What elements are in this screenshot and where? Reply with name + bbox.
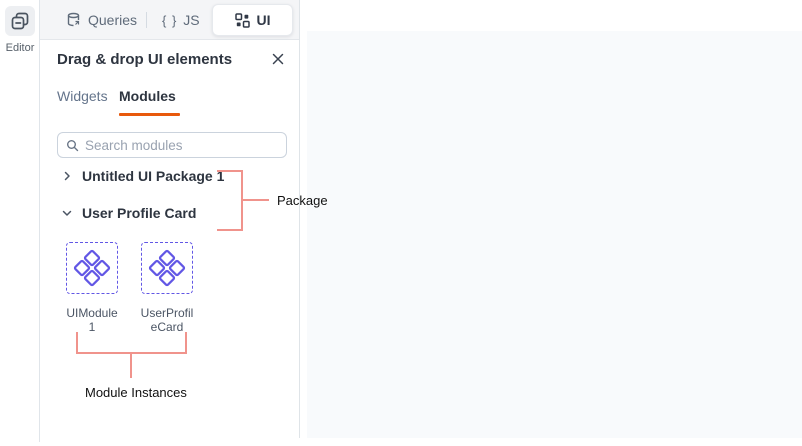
panel-tabs: Widgets Modules bbox=[40, 76, 299, 118]
tab-queries[interactable]: Queries bbox=[66, 0, 137, 40]
panel-header: Drag & drop UI elements bbox=[40, 40, 299, 76]
braces-icon: { } bbox=[162, 12, 178, 28]
annotation-line bbox=[217, 229, 243, 231]
module-label-uimodule1: UIModule 1 bbox=[66, 306, 118, 334]
tab-queries-label: Queries bbox=[88, 12, 138, 28]
panel-title: Drag & drop UI elements bbox=[57, 51, 233, 68]
tab-ui-label: UI bbox=[256, 12, 271, 28]
module-card-userprofilecard[interactable] bbox=[141, 242, 193, 294]
package-row-untitled[interactable]: Untitled UI Package 1 bbox=[40, 166, 280, 186]
module-diamonds-icon bbox=[73, 249, 111, 287]
annotation-line bbox=[241, 199, 269, 201]
database-queries-icon bbox=[66, 12, 82, 28]
search-icon bbox=[66, 139, 79, 152]
canvas-artboard[interactable] bbox=[307, 31, 802, 438]
chevron-right-icon bbox=[61, 170, 73, 182]
active-tab-underline bbox=[119, 113, 180, 116]
module-diamonds-icon bbox=[148, 249, 186, 287]
segment-divider bbox=[146, 12, 147, 28]
package-row-user-profile-card[interactable]: User Profile Card bbox=[40, 203, 280, 223]
side-panel: Queries { } JS UI Drag & bbox=[40, 0, 300, 438]
chevron-down-icon bbox=[61, 207, 73, 219]
package-name: Untitled UI Package 1 bbox=[82, 168, 225, 184]
editor-label: Editor bbox=[5, 42, 35, 54]
annotation-line bbox=[217, 170, 243, 172]
annotation-module-instances-label: Module Instances bbox=[85, 385, 187, 400]
left-rail: Editor bbox=[0, 0, 40, 442]
close-icon[interactable] bbox=[269, 50, 287, 68]
tab-widgets[interactable]: Widgets bbox=[57, 88, 108, 104]
editor-pages-icon bbox=[10, 11, 30, 31]
annotation-line bbox=[76, 332, 78, 354]
module-label-userprofilecard: UserProfil eCard bbox=[140, 306, 194, 334]
annotation-package-label: Package bbox=[277, 193, 328, 208]
tab-js[interactable]: { } JS bbox=[162, 0, 200, 40]
grid-layout-icon bbox=[234, 12, 250, 28]
search-modules-input[interactable] bbox=[85, 137, 278, 153]
annotation-line bbox=[130, 352, 132, 378]
module-card-uimodule1[interactable] bbox=[66, 242, 118, 294]
editor-mode-switcher: Queries { } JS UI bbox=[40, 0, 299, 40]
tab-ui-selected[interactable]: UI bbox=[212, 4, 293, 36]
package-name: User Profile Card bbox=[82, 205, 197, 221]
annotation-line bbox=[185, 332, 187, 354]
tab-modules[interactable]: Modules bbox=[119, 88, 176, 104]
search-modules-box bbox=[57, 132, 287, 158]
editor-button[interactable] bbox=[5, 6, 35, 36]
tab-js-label: JS bbox=[183, 12, 200, 28]
